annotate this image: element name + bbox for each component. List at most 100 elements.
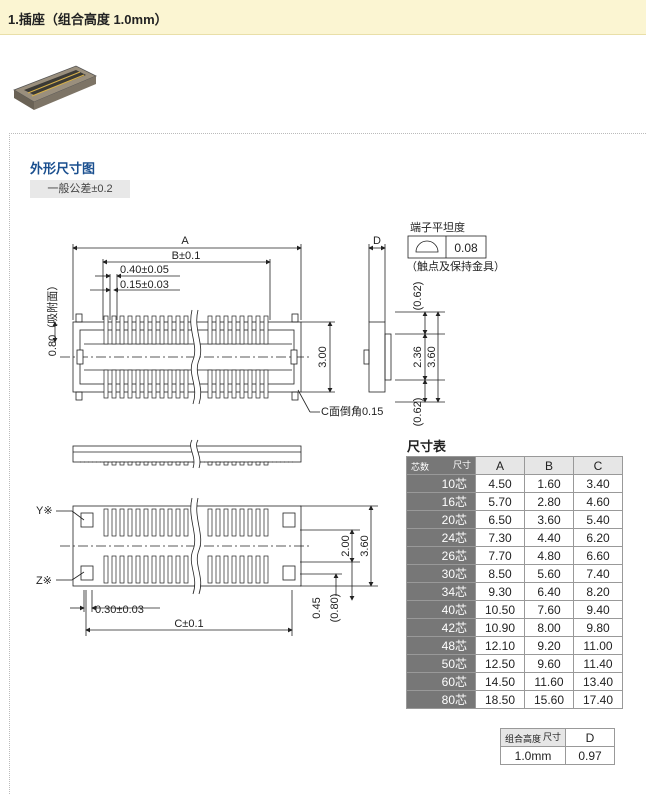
cell-c: 8.20 xyxy=(573,582,623,601)
pin-mark xyxy=(143,508,149,537)
pin-mark xyxy=(239,555,245,584)
cell-a: 12.50 xyxy=(475,654,525,673)
pin-mark xyxy=(167,555,173,584)
pin-mark xyxy=(255,508,261,537)
pin-mark xyxy=(215,369,221,399)
col-b: B xyxy=(524,456,574,475)
cell-a: 4.50 xyxy=(475,474,525,493)
label-y: Y※ xyxy=(36,505,53,517)
pin-mark xyxy=(263,315,269,345)
label-z: Z※ xyxy=(36,575,52,587)
pin-mark xyxy=(103,369,109,399)
cell-a: 12.10 xyxy=(475,636,525,655)
pin-mark xyxy=(183,508,189,537)
pin-mark xyxy=(239,369,245,399)
row-key: 42芯 xyxy=(406,618,476,637)
pin-mark xyxy=(111,555,117,584)
label-200: 2.00 xyxy=(340,535,352,556)
cell-a: 14.50 xyxy=(475,672,525,691)
cell-a: 7.70 xyxy=(475,546,525,565)
pin-mark xyxy=(183,555,189,584)
cell-b: 7.60 xyxy=(524,600,574,619)
pin-mark xyxy=(119,508,125,537)
pin-mark xyxy=(103,315,109,345)
label-b: B±0.1 xyxy=(172,250,201,262)
pin-mark xyxy=(167,461,173,466)
flatness-note: （触点及保持金具） xyxy=(406,259,505,273)
pin-mark xyxy=(255,461,261,466)
col-a: A xyxy=(475,456,525,475)
pin-mark xyxy=(231,461,237,466)
drawing-panel xyxy=(9,133,646,794)
cell-b: 2.80 xyxy=(524,492,574,511)
connector-photo xyxy=(13,65,97,110)
label-pitch: 0.40±0.05 xyxy=(120,264,169,276)
pin-mark xyxy=(175,555,181,584)
row-key: 60芯 xyxy=(406,672,476,691)
pin-mark xyxy=(215,508,221,537)
cell-c: 17.40 xyxy=(573,690,623,709)
cell-c: 7.40 xyxy=(573,564,623,583)
cell-c: 4.60 xyxy=(573,492,623,511)
pin-mark xyxy=(159,508,165,537)
pin-mark xyxy=(151,508,157,537)
dims-table-title: 尺寸表 xyxy=(407,439,447,454)
pin-mark xyxy=(135,369,141,399)
row-key: 48芯 xyxy=(406,636,476,655)
pin-mark xyxy=(151,461,157,466)
label-062-top: (0.62) xyxy=(412,282,424,311)
d-row-val: 0.97 xyxy=(565,746,615,765)
label-360-b: 3.60 xyxy=(359,535,371,556)
label-d: D xyxy=(373,235,381,247)
cell-b: 1.60 xyxy=(524,474,574,493)
pin-mark xyxy=(239,508,245,537)
pin-mark xyxy=(135,315,141,345)
pin-mark xyxy=(183,369,189,399)
cell-c: 3.40 xyxy=(573,474,623,493)
pin-mark xyxy=(263,461,269,466)
pin-mark xyxy=(151,555,157,584)
cell-c: 11.00 xyxy=(573,636,623,655)
label-360: 3.60 xyxy=(426,346,438,367)
cell-b: 3.60 xyxy=(524,510,574,529)
cell-b: 4.80 xyxy=(524,546,574,565)
pin-mark xyxy=(223,555,229,584)
pin-mark xyxy=(127,555,133,584)
pin-mark xyxy=(143,461,149,466)
pin-mark xyxy=(223,461,229,466)
pin-mark xyxy=(207,315,213,345)
pin-mark xyxy=(247,508,253,537)
pin-mark xyxy=(127,369,133,399)
flatness-title: 端子平坦度 xyxy=(410,220,465,234)
pin-mark xyxy=(207,508,213,537)
pin-mark xyxy=(111,369,117,399)
pin-mark xyxy=(119,369,125,399)
pin-mark xyxy=(167,369,173,399)
cell-a: 5.70 xyxy=(475,492,525,511)
pin-mark xyxy=(231,555,237,584)
pin-mark xyxy=(247,315,253,345)
pin-mark xyxy=(183,315,189,345)
label-pin-width: 0.15±0.03 xyxy=(120,279,169,291)
label-a: A xyxy=(181,235,189,247)
label-suction: 0.80（吸附面） xyxy=(45,280,59,356)
flatness-value: 0.08 xyxy=(454,241,478,255)
section-header: 1.插座（组合高度 1.0mm） xyxy=(0,0,646,35)
pin-mark xyxy=(111,508,117,537)
pin-mark xyxy=(159,369,165,399)
pin-mark xyxy=(255,555,261,584)
cell-b: 6.40 xyxy=(524,582,574,601)
cell-b: 4.40 xyxy=(524,528,574,547)
pin-mark xyxy=(239,461,245,466)
cell-a: 9.30 xyxy=(475,582,525,601)
pin-mark xyxy=(159,461,165,466)
cell-c: 6.20 xyxy=(573,528,623,547)
cell-c: 5.40 xyxy=(573,510,623,529)
pin-mark xyxy=(175,369,181,399)
